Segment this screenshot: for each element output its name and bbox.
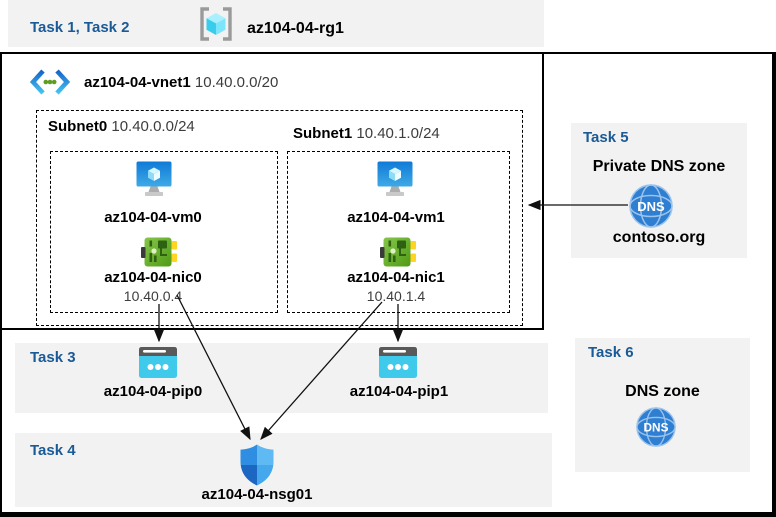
resource-group-band bbox=[8, 0, 544, 47]
nic0-label: az104-04-nic0 bbox=[104, 269, 202, 286]
vm1-icon bbox=[377, 161, 413, 196]
nic0-icon bbox=[141, 237, 177, 267]
subnet1-cidr: 10.40.1.0/24 bbox=[356, 125, 440, 142]
subnet1-name: Subnet1 bbox=[293, 125, 353, 142]
vnet-icon bbox=[29, 69, 71, 95]
subnet0-title: Subnet0 10.40.0.0/24 bbox=[48, 118, 195, 135]
dns-icon-text: DNS bbox=[644, 421, 669, 435]
vm0-icon bbox=[136, 161, 172, 196]
subnet1-title: Subnet1 10.40.1.0/24 bbox=[293, 125, 440, 142]
vnet-title: az104-04-vnet1 10.40.0.0/20 bbox=[84, 74, 278, 91]
task-1-2-label: Task 1, Task 2 bbox=[30, 19, 130, 36]
task5-label: Task 5 bbox=[583, 129, 629, 146]
subnet0-name: Subnet0 bbox=[48, 118, 108, 135]
resource-group-name: az104-04-rg1 bbox=[247, 20, 344, 37]
nsg-label: az104-04-nsg01 bbox=[201, 486, 313, 503]
private-dns-zone-icon: DNS bbox=[629, 184, 673, 228]
dns-icon-text: DNS bbox=[637, 199, 665, 214]
vnet-cidr: 10.40.0.0/20 bbox=[194, 74, 279, 91]
nic1-label: az104-04-nic1 bbox=[347, 269, 445, 286]
nsg-shield-icon bbox=[240, 444, 274, 486]
dns-zone-icon: DNS bbox=[636, 407, 676, 447]
pip1-label: az104-04-pip1 bbox=[349, 383, 449, 400]
task3-band bbox=[15, 343, 548, 413]
pip0-icon bbox=[139, 347, 177, 378]
vnet-name: az104-04-vnet1 bbox=[84, 74, 191, 91]
task4-label: Task 4 bbox=[30, 442, 76, 459]
vm1-label: az104-04-vm1 bbox=[347, 209, 445, 226]
pip1-icon bbox=[379, 347, 417, 378]
nic1-ip: 10.40.1.4 bbox=[366, 288, 426, 304]
vm0-label: az104-04-vm0 bbox=[104, 209, 202, 226]
dns-zone-heading: DNS zone bbox=[625, 383, 700, 400]
subnet0-box bbox=[50, 151, 278, 313]
nic1-icon bbox=[380, 237, 416, 267]
pip0-label: az104-04-pip0 bbox=[103, 383, 203, 400]
task3-label: Task 3 bbox=[30, 349, 76, 366]
private-dns-zone-heading: Private DNS zone bbox=[592, 158, 726, 175]
vnet-box bbox=[0, 52, 544, 330]
subnet0-cidr: 10.40.0.0/24 bbox=[111, 118, 195, 135]
task6-box bbox=[575, 338, 750, 472]
nic0-ip: 10.40.0.4 bbox=[123, 288, 183, 304]
task4-band bbox=[15, 433, 552, 507]
task6-label: Task 6 bbox=[588, 344, 634, 361]
private-dns-zone-name: contoso.org bbox=[612, 229, 706, 246]
resource-group-icon bbox=[200, 7, 232, 41]
